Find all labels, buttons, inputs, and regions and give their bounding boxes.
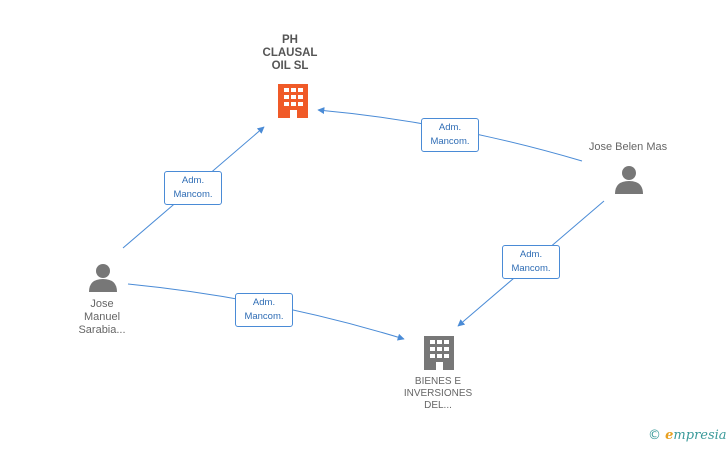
company-name-line: INVERSIONES	[403, 388, 473, 399]
person-name-line: Jose Belen Mas	[588, 141, 668, 153]
edge-role: Adm.	[438, 122, 462, 133]
building-icon[interactable]	[278, 84, 308, 118]
company-name-line: CLAUSAL	[262, 47, 318, 59]
edge-label-manuel-to-ph[interactable]: Adm. Mancom.	[164, 171, 222, 205]
person-icon[interactable]	[89, 264, 117, 292]
person-name-line: Manuel	[83, 311, 121, 323]
edge-label-manuel-to-bienes[interactable]: Adm. Mancom.	[235, 293, 293, 327]
brand-name: mpresia	[673, 428, 727, 443]
person-label-jose-belen[interactable]: Jose Belen Mas	[568, 141, 688, 154]
copyright-icon: ©	[648, 428, 661, 443]
edge-label-belen-to-bienes[interactable]: Adm. Mancom.	[502, 245, 560, 279]
company-name-line: DEL...	[424, 400, 452, 411]
person-label-jose-manuel[interactable]: Jose Manuel Sarabia...	[60, 298, 144, 337]
person-name-line: Sarabia...	[78, 324, 126, 336]
person-icon[interactable]	[615, 166, 643, 194]
company-name-line: BIENES E	[414, 376, 462, 387]
edge-role: Mancom.	[511, 263, 551, 274]
company-name-line: PH	[282, 34, 298, 46]
edge-role: Mancom.	[173, 189, 213, 200]
edge-role: Mancom.	[244, 311, 284, 322]
edge-role: Adm.	[519, 249, 543, 260]
person-name-line: Jose	[90, 298, 114, 310]
brand-initial: e	[665, 428, 674, 443]
building-icon[interactable]	[424, 336, 454, 370]
company-label-ph-clausal[interactable]: PH CLAUSAL OIL SL	[240, 34, 340, 73]
edge-role: Mancom.	[430, 136, 470, 147]
empresia-watermark: © empresia	[648, 428, 727, 443]
edge-label-belen-to-ph[interactable]: Adm. Mancom.	[421, 118, 479, 152]
company-name-line: OIL SL	[271, 60, 309, 72]
edge-role: Adm.	[181, 175, 205, 186]
company-label-bienes[interactable]: BIENES E INVERSIONES DEL...	[388, 376, 488, 412]
edge-role: Adm.	[252, 297, 276, 308]
